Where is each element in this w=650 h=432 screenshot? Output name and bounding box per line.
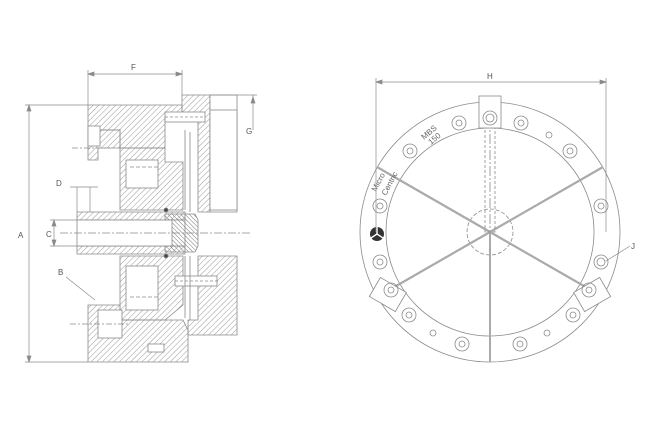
dim-label-a: A <box>18 231 24 240</box>
front-view <box>359 95 621 363</box>
front-dimensions <box>374 78 631 262</box>
dim-label-g: G <box>246 127 252 136</box>
dim-label-f: F <box>131 63 136 72</box>
section-dimensions <box>25 70 257 364</box>
dim-label-j: J <box>631 242 635 251</box>
dim-label-c: C <box>46 230 52 239</box>
microcentric-logo-icon <box>370 227 384 241</box>
dim-label-b: B <box>58 268 63 277</box>
section-view <box>60 94 250 363</box>
dim-label-d: D <box>56 179 62 188</box>
dim-label-h: H <box>487 72 493 81</box>
bolt-holes <box>372 110 609 352</box>
